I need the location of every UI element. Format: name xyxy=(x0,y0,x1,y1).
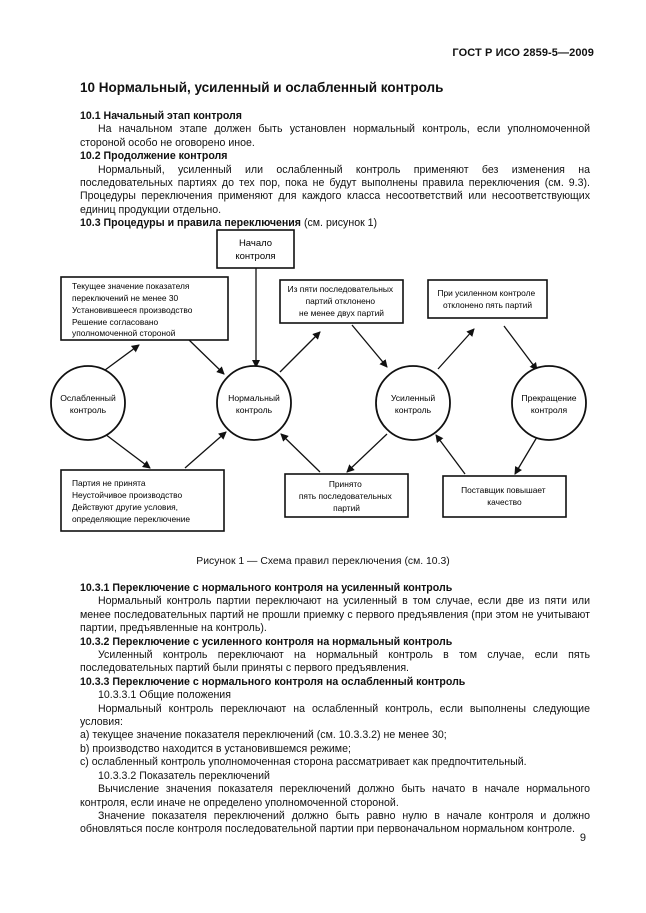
heading-10-2: 10.2 Продолжение контроля xyxy=(80,150,228,163)
list-item-b: b) производство находится в установившем… xyxy=(80,742,351,755)
arrow-tightened-to-lowerbox xyxy=(346,433,388,473)
text-10-3-3-para2: Значение показателя переключений должно … xyxy=(80,809,590,836)
page-number: 9 xyxy=(579,832,586,844)
arrow-tightened-to-stopbox xyxy=(437,328,475,370)
box-from-reduced xyxy=(60,469,225,532)
arrow-stopbox-to-stop xyxy=(503,325,538,371)
sub-10-3-3-2: 10.3.3.2 Показатель переключений xyxy=(98,769,270,782)
box-to-reduced-text: Текущее значение показателя переключений… xyxy=(72,281,195,338)
text-10-2: Нормальный, усиленный или ослабленный ко… xyxy=(80,163,590,216)
discontinue-label-2: контроля xyxy=(531,405,568,415)
box-from-reduced-text: Партия не принята Неустойчивое производс… xyxy=(72,478,190,524)
start-box xyxy=(216,229,295,269)
text-10-3-1: Нормальный контроль партии переключают н… xyxy=(80,595,590,635)
discontinue-circle xyxy=(511,365,587,441)
reduced-circle xyxy=(50,365,126,441)
rules-block: 10.3.1 Переключение с нормального контро… xyxy=(80,582,590,837)
arrow-lowerbox-to-normal xyxy=(184,431,227,469)
text-10-1: На начальном этапе должен быть установле… xyxy=(80,123,590,149)
tightened-label-1: Усиленный xyxy=(391,393,435,403)
switching-rules-diagram: Начало контроля Ослабленный контроль Нор… xyxy=(50,229,587,532)
text-10-3-2: Усиленный контроль переключают на нормал… xyxy=(80,649,590,675)
box-to-tightened-text: Из пяти последовательных партий отклонен… xyxy=(288,284,396,318)
start-label-1: Начало xyxy=(239,238,272,249)
box-from-tightened-text: Принято пять последовательных партий xyxy=(299,479,394,513)
reduced-label-2: контроль xyxy=(70,405,107,415)
discontinue-label-1: Прекращение xyxy=(521,393,576,403)
normal-circle xyxy=(216,365,292,441)
list-item-a: а) текущее значение показателя переключе… xyxy=(80,729,447,742)
box-stop xyxy=(427,279,548,319)
heading-10-1: 10.1 Начальный этап контроля xyxy=(80,110,242,122)
box-to-tightened xyxy=(279,279,404,324)
text-10-3-3-para1: Вычисление значения показателя переключе… xyxy=(80,783,590,809)
intro-block: 10.1 Начальный этап контроля На начально… xyxy=(80,110,590,231)
heading-10-3-2: 10.3.2 Переключение с усиленного контрол… xyxy=(80,635,453,648)
tightened-label-2: контроль xyxy=(395,405,432,415)
box-resume-text: Поставщик повышает качество xyxy=(461,485,548,507)
section-title: 10 Нормальный, усиленный и ослабленный к… xyxy=(80,80,444,95)
box-from-tightened xyxy=(284,473,409,518)
standard-id: ГОСТ Р ИСО 2859-5—2009 xyxy=(452,47,594,59)
heading-10-3-1: 10.3.1 Переключение с нормального контро… xyxy=(80,582,453,594)
box-resume xyxy=(442,475,567,518)
arrow-box-to-normal xyxy=(186,337,225,375)
text-10-3-3-intro: Нормальный контроль переключают на ослаб… xyxy=(80,702,590,729)
tightened-circle xyxy=(375,365,451,441)
arrow-lowerbox-to-normal-2 xyxy=(280,433,321,473)
box-stop-text: При усиленном контроле отклонено пять па… xyxy=(437,288,537,310)
normal-label-2: контроль xyxy=(236,405,273,415)
arrow-box-to-tightened xyxy=(351,324,388,368)
figure-caption: Рисунок 1 — Схема правил переключения (с… xyxy=(196,556,450,567)
arrow-normal-to-box xyxy=(279,331,321,373)
sub-10-3-3-1: 10.3.3.1 Общие положения xyxy=(98,689,231,702)
reduced-label-1: Ослабленный xyxy=(60,393,116,403)
start-label-2: контроля xyxy=(235,251,275,262)
arrow-reduced-to-lowerbox xyxy=(100,430,151,469)
arrow-resumebox-to-tightened xyxy=(435,434,466,475)
heading-10-3: 10.3 Процедуры и правила переключения (с… xyxy=(80,217,378,230)
heading-10-3-3: 10.3.3 Переключение с нормального контро… xyxy=(80,675,466,688)
arrow-reduced-to-box xyxy=(100,344,140,374)
box-to-reduced xyxy=(60,276,229,341)
normal-label-1: Нормальный xyxy=(228,393,280,403)
list-item-c: с) ослабленный контроль уполномоченная с… xyxy=(80,756,527,769)
arrow-stop-to-resumebox xyxy=(514,431,541,475)
